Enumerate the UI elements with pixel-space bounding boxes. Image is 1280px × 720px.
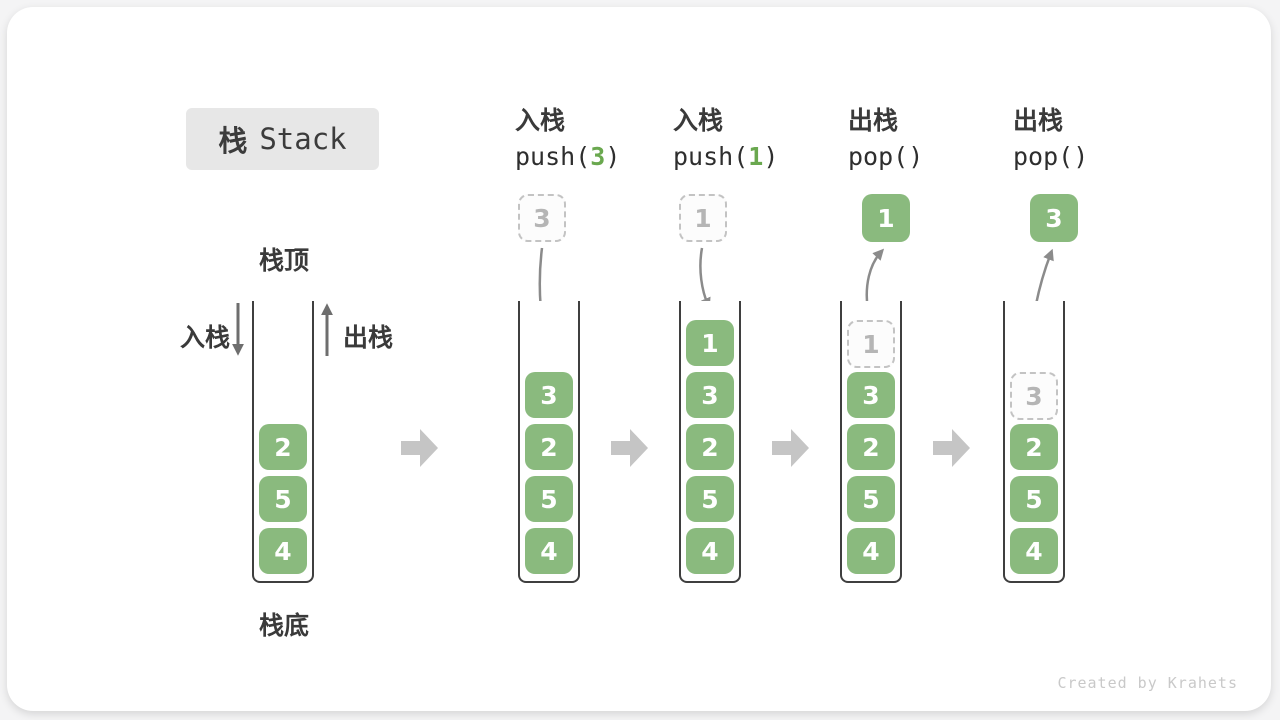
op-code-pop-1: pop() <box>848 142 923 172</box>
op-label-pop-3: 出栈 pop() <box>1013 106 1088 172</box>
code-pre: pop( <box>1013 142 1074 171</box>
stack-cell: 2 <box>847 424 895 470</box>
op-code-push-1: push(1) <box>673 142 778 172</box>
stack-cell-removed: 3 <box>1010 372 1058 420</box>
floating-value-push-3: 3 <box>518 194 566 242</box>
stack-cell: 3 <box>686 372 734 418</box>
floating-value-pop-1: 1 <box>862 194 910 242</box>
stack-cell: 4 <box>1010 528 1058 574</box>
code-post: ) <box>1073 142 1089 171</box>
op-cn-push-1: 入栈 <box>673 107 724 135</box>
stack-cell: 2 <box>1010 424 1058 470</box>
op-label-pop-1: 出栈 pop() <box>848 106 923 172</box>
code-arg: 1 <box>748 142 764 171</box>
op-code-pop-3: pop() <box>1013 142 1088 172</box>
stack-cell: 5 <box>1010 476 1058 522</box>
stack-cell: 2 <box>525 424 573 470</box>
pop-side-label: 出栈 <box>343 324 394 352</box>
code-post: ) <box>605 142 621 171</box>
push-side-label: 入栈 <box>180 324 231 352</box>
code-post: ) <box>763 142 779 171</box>
stack-cell: 2 <box>259 424 307 470</box>
stack-cell: 3 <box>847 372 895 418</box>
stack-cell-removed: 1 <box>847 320 895 368</box>
watermark: Created by Krahets <box>1057 674 1238 692</box>
code-pre: push( <box>515 142 591 171</box>
code-arg: 3 <box>590 142 606 171</box>
op-label-push-3: 入栈 push(3) <box>515 106 620 172</box>
stack-cell: 4 <box>259 528 307 574</box>
stack-cell: 4 <box>686 528 734 574</box>
stack-cell: 4 <box>847 528 895 574</box>
stack-cell: 3 <box>525 372 573 418</box>
code-post: ) <box>908 142 924 171</box>
op-cn-push-3: 入栈 <box>515 107 566 135</box>
stack-cell: 1 <box>686 320 734 366</box>
stack-cell: 5 <box>686 476 734 522</box>
op-cn-pop-1: 出栈 <box>848 107 899 135</box>
floating-value-pop-3: 3 <box>1030 194 1078 242</box>
op-code-push-3: push(3) <box>515 142 620 172</box>
title-cn: 栈 <box>218 126 248 158</box>
title-en: Stack <box>259 122 347 156</box>
stack-cell: 5 <box>525 476 573 522</box>
code-pre: push( <box>673 142 749 171</box>
stack-bottom-label: 栈底 <box>258 612 309 640</box>
stack-cell: 2 <box>686 424 734 470</box>
stack-cell: 5 <box>847 476 895 522</box>
op-label-push-1: 入栈 push(1) <box>673 106 778 172</box>
op-cn-pop-3: 出栈 <box>1013 107 1064 135</box>
code-pre: pop( <box>848 142 909 171</box>
stack-top-label: 栈顶 <box>258 247 309 275</box>
stack-cell: 5 <box>259 476 307 522</box>
floating-value-push-1: 1 <box>679 194 727 242</box>
stack-cell: 4 <box>525 528 573 574</box>
title-box: 栈 Stack <box>186 108 379 170</box>
